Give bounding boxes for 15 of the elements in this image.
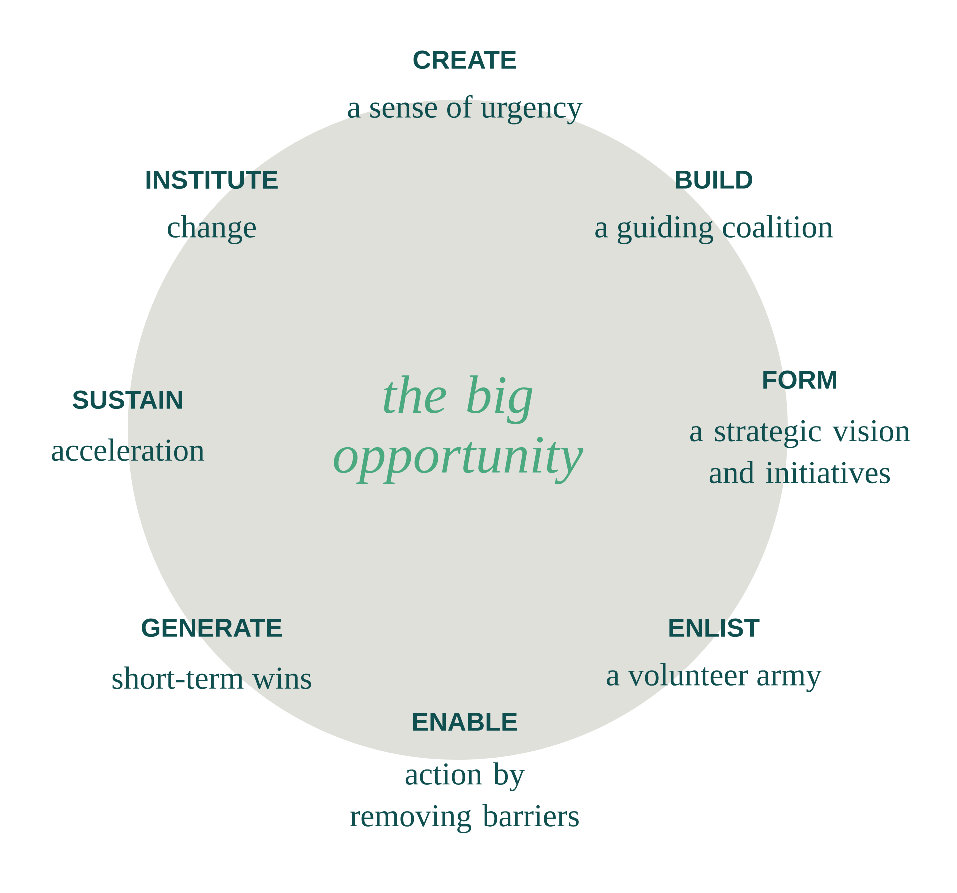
step-heading: FORM <box>764 370 836 390</box>
step-heading: ENABLE <box>414 713 518 731</box>
step-description: a sense of urgency <box>348 95 583 125</box>
step-heading: BUILD <box>676 170 752 190</box>
step-description: a strategic vision and initiatives <box>690 420 910 484</box>
step-description: change <box>168 216 256 244</box>
step-heading: GENERATE <box>142 618 282 638</box>
step-description: short-term wins <box>112 666 312 690</box>
step-description: a volunteer army <box>607 664 822 692</box>
step-description: acceleration <box>52 438 205 462</box>
step-heading: CREATE <box>414 50 516 70</box>
step-description: a guiding coalition <box>596 216 834 244</box>
step-heading: SUSTAIN <box>72 390 182 410</box>
step-heading: INSTITUTE <box>146 170 278 190</box>
step-heading: ENLIST <box>670 618 760 638</box>
